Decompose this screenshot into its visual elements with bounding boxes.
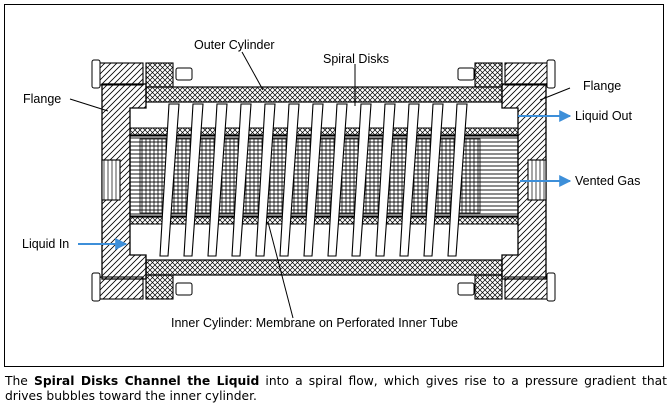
spiral-disk-blade <box>447 103 468 257</box>
spiral-disks-label: Spiral Disks <box>323 52 389 66</box>
caption-prefix: The <box>5 374 34 388</box>
spiral-disk-blade <box>399 103 420 257</box>
vented-gas-label: Vented Gas <box>575 174 640 188</box>
spiral-disk-blade <box>231 103 252 257</box>
flow-arrows <box>78 110 572 250</box>
liquid-in-label: Liquid In <box>22 237 69 251</box>
liquid-out-label: Liquid Out <box>575 109 633 123</box>
figure-caption: The Spiral Disks Channel the Liquid into… <box>5 374 667 404</box>
spiral-disk-blade <box>255 103 276 257</box>
spiral-disk-blade <box>327 103 348 257</box>
leader-lines <box>69 51 571 319</box>
spiral-disk-blade <box>279 103 300 257</box>
spiral-disk-blade <box>159 103 180 257</box>
outer-cylinder <box>145 86 503 276</box>
inner-cylinder-label: Inner Cylinder: Membrane on Perforated I… <box>171 316 458 330</box>
caption-rest: into a spiral flow, which gives rise to … <box>5 374 668 403</box>
spiral-disks <box>159 103 468 257</box>
spiral-disk-blade <box>303 103 324 257</box>
spiral-disk-separator-diagram: Outer Cylinder Spiral Disks Flange Flang… <box>22 38 640 330</box>
outer-cylinder-label: Outer Cylinder <box>194 38 275 52</box>
spiral-disk-blade <box>351 103 372 257</box>
flange-bolts <box>91 59 556 302</box>
flange-left-label: Flange <box>23 92 61 106</box>
flange-left <box>94 62 174 300</box>
flange-right-label: Flange <box>583 79 621 93</box>
spiral-disk-blade <box>375 103 396 257</box>
spiral-disk-blade <box>207 103 228 257</box>
caption-bold: Spiral Disks Channel the Liquid <box>33 374 260 388</box>
spiral-disk-blade <box>183 103 204 257</box>
spiral-disk-blade <box>423 103 444 257</box>
